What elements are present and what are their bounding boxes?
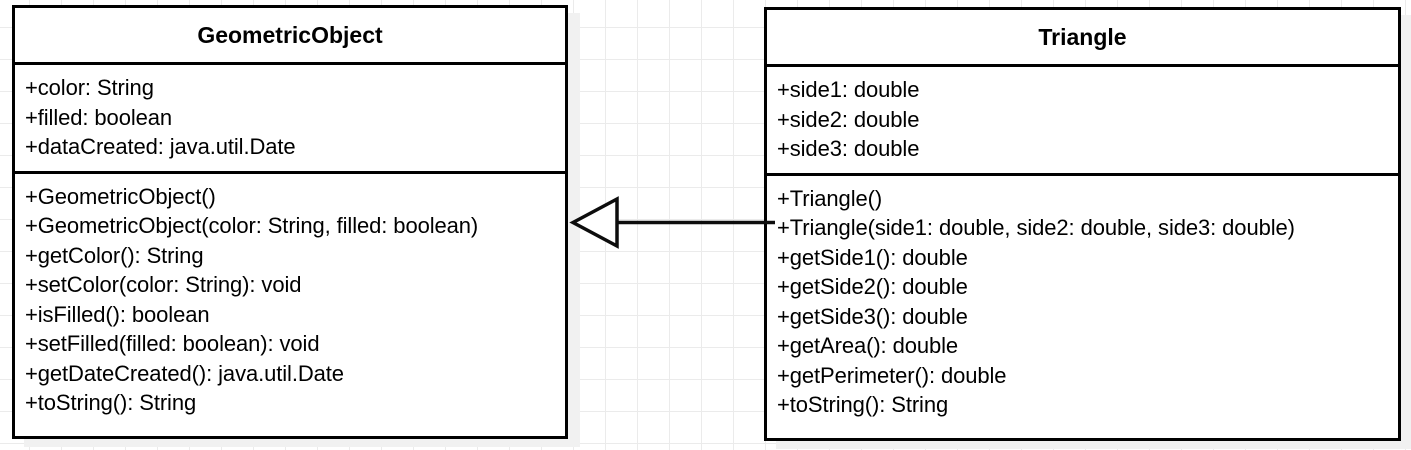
method-row: +toString(): String [25,390,197,415]
hollow-triangle-arrowhead-icon [569,196,619,249]
methods-compartment-triangle: +Triangle() +Triangle(side1: double, sid… [767,176,1398,429]
attribute-row: +side1: double [777,77,920,102]
attribute-row: +side2: double [777,106,920,132]
method-row: +getColor(): String [25,242,204,268]
method-row: +getArea(): double [777,333,959,358]
method-row: +Triangle(side1: double, side2: double, … [777,215,1295,240]
class-name-geometric-object: GeometricObject [15,8,565,65]
method-row: +isFilled(): boolean [25,301,210,327]
method-row: +getPerimeter(): double [777,362,1007,388]
generalization-connector-triangle-to-geometric-object[interactable] [565,195,775,251]
method-row: +getDateCreated(): java.util.Date [25,360,344,386]
uml-class-geometric-object[interactable]: GeometricObject +color: String +filled: … [12,5,568,439]
method-row: +getSide2(): double [777,274,968,299]
method-row: +setFilled(filled: boolean): void [25,331,320,356]
class-name-triangle: Triangle [767,10,1398,67]
method-row: +GeometricObject() [25,183,216,209]
attribute-row: +side3: double [777,136,920,161]
method-row: +getSide3(): double [777,303,968,329]
method-row: +toString(): String [777,392,949,417]
method-row: +GeometricObject(color: String, filled: … [25,213,479,238]
method-row: +Triangle() [777,185,883,211]
methods-compartment-geometric-object: +GeometricObject() +GeometricObject(colo… [15,174,565,427]
attributes-compartment-geometric-object: +color: String +filled: boolean +dataCre… [15,65,565,174]
method-row: +getSide1(): double [777,244,968,270]
method-row: +setColor(color: String): void [25,272,302,297]
attributes-compartment-triangle: +side1: double +side2: double +side3: do… [767,67,1398,176]
uml-class-triangle[interactable]: Triangle +side1: double +side2: double +… [764,7,1401,441]
attribute-row: +color: String [25,75,154,100]
attribute-row: +dataCreated: java.util.Date [25,134,296,159]
attribute-row: +filled: boolean [25,104,173,130]
